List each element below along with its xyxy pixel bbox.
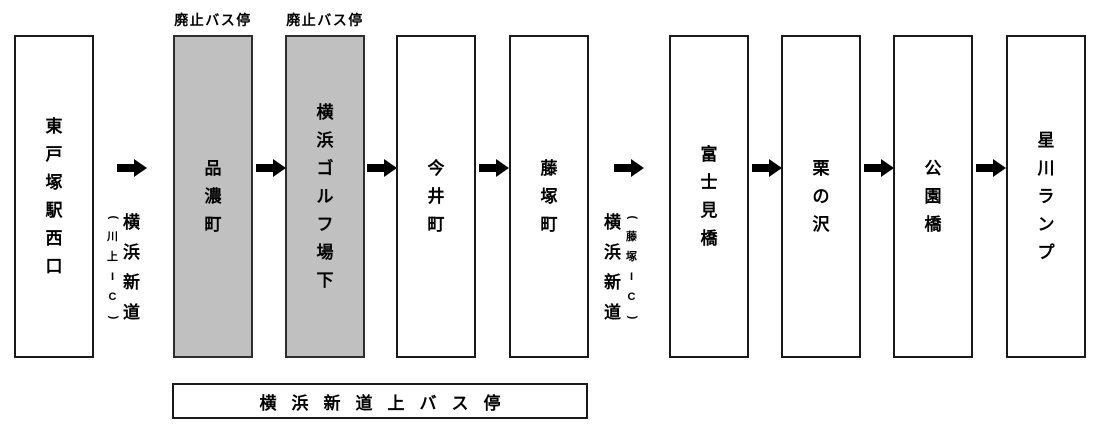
footer-banner-label: 横浜新道上バス停 bbox=[259, 393, 516, 413]
station-name: 公園橋 bbox=[924, 159, 942, 234]
arrow-right-icon bbox=[367, 159, 397, 177]
station-box-higashi-totsuka-west: 東戸塚駅西口 bbox=[14, 35, 94, 358]
station-box-yokohama-golf-shita-abolished: 横浜ゴルフ場下 bbox=[285, 35, 365, 358]
station-name: 富士見橋 bbox=[700, 145, 718, 248]
station-name: 横浜ゴルフ場下 bbox=[316, 103, 334, 290]
station-name: 藤塚町 bbox=[540, 159, 558, 234]
station-box-kurinosawa: 栗の沢 bbox=[781, 35, 861, 358]
station-box-imai-cho: 今井町 bbox=[396, 35, 476, 358]
arrow-right-icon bbox=[752, 159, 782, 177]
station-box-shinano-cho-abolished: 品濃町 bbox=[173, 35, 253, 358]
station-name: 今井町 bbox=[427, 159, 445, 234]
abolished-bus-stop-label: 廃止バス停 bbox=[286, 12, 364, 28]
arrow-right-icon bbox=[614, 159, 644, 177]
abolished-bus-stop-label: 廃止バス停 bbox=[174, 12, 252, 28]
station-name: 星川ランプ bbox=[1037, 131, 1055, 262]
station-box-fujitsuka-cho: 藤塚町 bbox=[509, 35, 589, 358]
road-name: 横浜新道 bbox=[123, 213, 140, 322]
footer-bus-stops-on-shindo-banner: 横浜新道上バス停 bbox=[172, 383, 588, 419]
station-box-fujimibashi: 富士見橋 bbox=[669, 35, 749, 358]
arrow-right-icon bbox=[864, 159, 894, 177]
arrow-right-icon bbox=[479, 159, 509, 177]
arrow-right-icon bbox=[117, 159, 147, 177]
arrow-right-icon bbox=[256, 159, 286, 177]
station-box-hoshikawa-ramp: 星川ランプ bbox=[1006, 35, 1086, 358]
station-name: 栗の沢 bbox=[812, 159, 830, 234]
arrow-right-icon bbox=[976, 159, 1006, 177]
station-name: 東戸塚駅西口 bbox=[45, 117, 63, 276]
road-name: 横浜新道 bbox=[604, 213, 621, 322]
station-name: 品濃町 bbox=[204, 159, 222, 234]
station-box-koenbashi: 公園橋 bbox=[893, 35, 973, 358]
